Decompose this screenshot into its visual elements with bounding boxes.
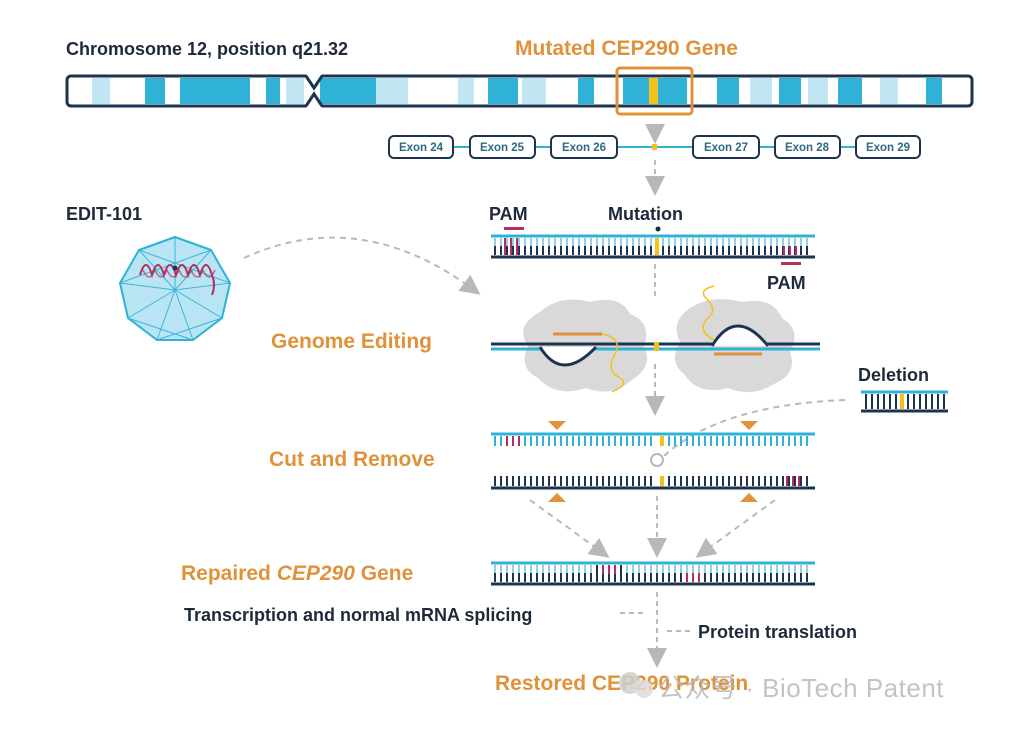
protein-translation-label: Protein translation bbox=[698, 622, 857, 642]
cas9-complex-left bbox=[523, 299, 648, 392]
pam-marker-top bbox=[504, 227, 524, 230]
exon-label: Exon 27 bbox=[704, 142, 748, 154]
edit-101-label: EDIT-101 bbox=[66, 204, 142, 224]
repaired-prefix: Repaired bbox=[181, 562, 277, 585]
cut-site-marker bbox=[740, 421, 758, 430]
repaired-gene-label: Repaired CEP290 Gene bbox=[181, 562, 413, 585]
pam-marker-bottom bbox=[781, 262, 801, 265]
chromosome-bar bbox=[65, 74, 974, 108]
exon-box bbox=[774, 135, 841, 159]
dna-editing-strands bbox=[491, 285, 820, 393]
repaired-suffix: Gene bbox=[355, 562, 413, 585]
transcription-label: Transcription and normal mRNA splicing bbox=[184, 605, 532, 625]
dna-cut-lower bbox=[491, 476, 815, 490]
chromosome-label: Chromosome 12, position q21.32 bbox=[66, 39, 348, 59]
exon-box bbox=[550, 135, 618, 159]
repaired-gene-name: CEP290 bbox=[277, 562, 356, 585]
cut-site-marker bbox=[548, 493, 566, 502]
watermark: 公众号 · BioTech Patent bbox=[619, 672, 944, 703]
mutated-gene-title: Mutated CEP290 Gene bbox=[515, 37, 738, 60]
exon-row: Exon 24 Exon 25 Exon 26 Exon 27 Exon 28 … bbox=[388, 135, 921, 159]
exon-box bbox=[469, 135, 536, 159]
cut-and-remove-label: Cut and Remove bbox=[269, 448, 435, 471]
exon-label: Exon 28 bbox=[785, 142, 830, 154]
dna-cut-upper bbox=[491, 432, 815, 446]
deletion-label: Deletion bbox=[858, 365, 929, 385]
cut-site-marker bbox=[740, 493, 758, 502]
excised-site-icon bbox=[650, 453, 664, 467]
mutation-highlight-box bbox=[615, 66, 694, 116]
exon-box bbox=[855, 135, 921, 159]
exon-box bbox=[692, 135, 760, 159]
mutation-dot bbox=[655, 226, 661, 232]
exon-label: Exon 24 bbox=[399, 142, 444, 154]
exon-label: Exon 25 bbox=[480, 142, 525, 154]
cut-site-marker bbox=[548, 421, 566, 430]
dna-target-strand bbox=[491, 234, 815, 259]
dna-repaired-strand bbox=[491, 561, 815, 586]
genome-editing-label: Genome Editing bbox=[271, 330, 432, 353]
deleted-dna-fragment bbox=[861, 390, 948, 413]
exon-label: Exon 26 bbox=[562, 142, 606, 154]
pam-label-bottom: PAM bbox=[767, 273, 806, 293]
mutation-label: Mutation bbox=[608, 204, 683, 224]
exon-label: Exon 29 bbox=[866, 142, 910, 154]
watermark-text: 公众号 · BioTech Patent bbox=[658, 673, 944, 703]
pam-label-top: PAM bbox=[489, 204, 528, 224]
aav-capsid-icon bbox=[118, 235, 232, 341]
exon-box bbox=[388, 135, 454, 159]
